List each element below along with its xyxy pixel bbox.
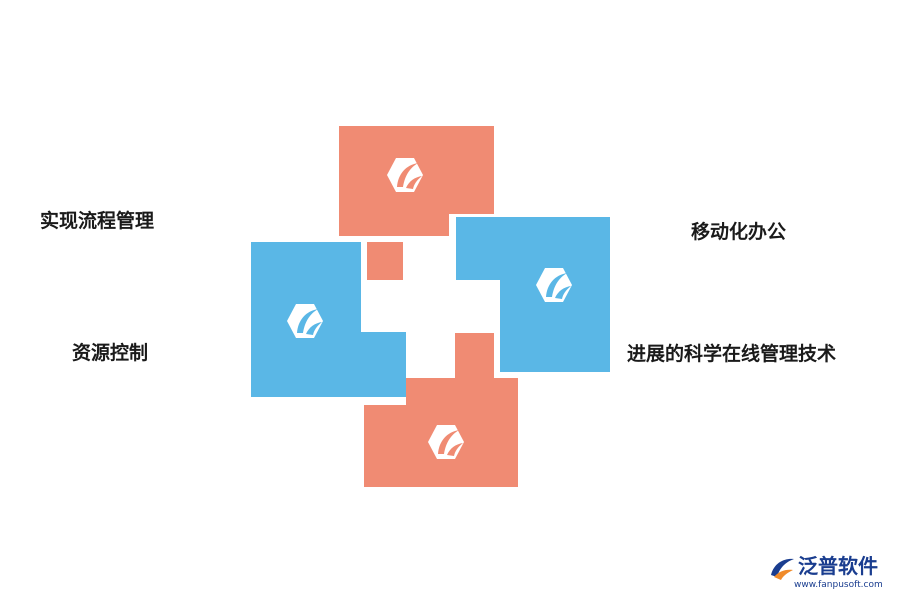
label-bottom-right: 进展的科学在线管理技术 [627,343,837,365]
leaf-hexagon-icon [536,268,572,302]
leaf-hexagon-icon [287,304,323,338]
label-top-left: 实现流程管理 [40,210,155,232]
label-top-right: 移动化办公 [691,221,787,243]
brand-watermark: 泛普软件 www.fanpusoft.com [768,552,893,598]
brand-url: www.fanpusoft.com [794,580,883,590]
block-left-blue [251,242,406,397]
small-square-salmon-bottom [455,333,494,379]
leaf-hexagon-icon [387,158,423,192]
block-right-blue [456,217,610,372]
small-square-salmon [367,242,403,280]
brand-name: 泛普软件 [798,554,878,578]
label-bottom-left: 资源控制 [72,342,149,364]
brand-logo-icon [771,558,794,580]
leaf-hexagon-icon [428,425,464,459]
